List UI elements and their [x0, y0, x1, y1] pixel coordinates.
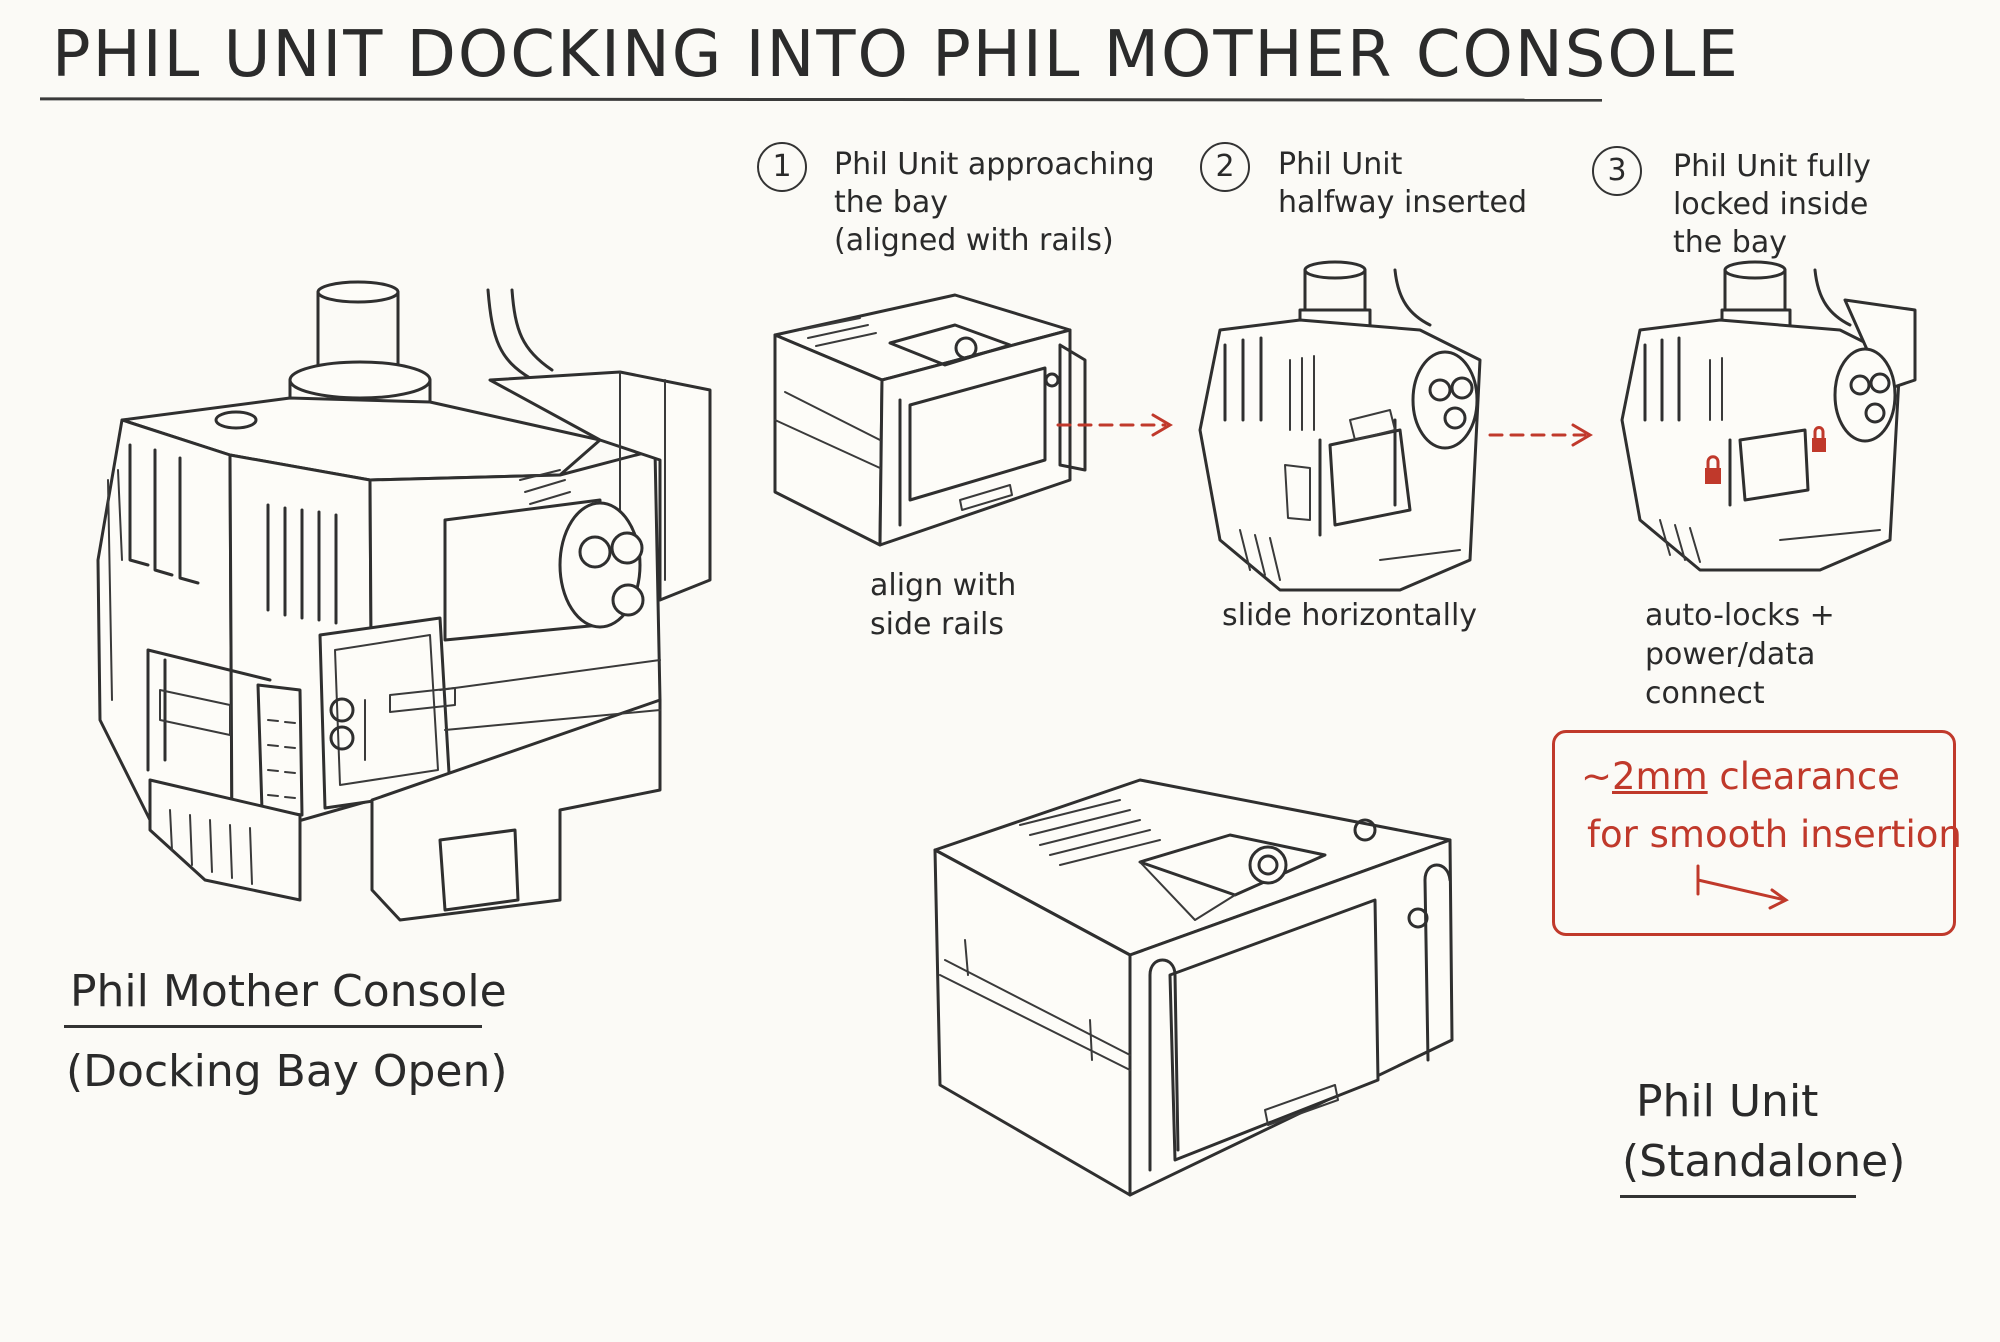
step2-text: Phil Unit halfway inserted: [1278, 147, 1528, 220]
step3-number: 3: [1592, 146, 1642, 196]
mother-console-drawing: [96, 280, 712, 922]
unit-label-state: (Standalone): [1622, 1136, 1906, 1187]
note-line1-rest: clearance: [1707, 755, 1900, 798]
step1-number: 1: [757, 142, 807, 192]
arrow-step1-to-step2: [1056, 413, 1173, 437]
step2-caption: slide horizontally: [1222, 598, 1478, 633]
lock-icon-left: [1705, 468, 1721, 484]
note-prefix: ~: [1581, 755, 1613, 798]
console-label-state: (Docking Bay Open): [66, 1046, 508, 1097]
step1-caption: align with side rails: [870, 568, 1017, 642]
step3-unit-drawing: [1620, 260, 1917, 572]
clearance-note-line2: for smooth insertion: [1587, 813, 1962, 856]
console-label-underline: [64, 1025, 482, 1028]
console-label-name: Phil Mother Console: [70, 966, 507, 1017]
unit-label-name: Phil Unit: [1636, 1076, 1819, 1127]
unit-label-underline: [1620, 1195, 1856, 1198]
arrow-step2-to-step3: [1488, 423, 1593, 447]
step2-number: 2: [1200, 142, 1250, 192]
step3-caption: auto-locks + power/data connect: [1645, 598, 1835, 711]
clearance-note: ~2mm clearance for smooth insertion: [1552, 730, 1962, 936]
clearance-note-line1: ~2mm clearance: [1581, 755, 1900, 798]
note-highlight: 2mm: [1612, 755, 1708, 798]
clearance-arrow: [1696, 864, 1789, 910]
step1-text: Phil Unit approaching the bay (aligned w…: [834, 147, 1155, 258]
step2-unit-drawing: [1198, 260, 1482, 592]
page-title: PHIL UNIT DOCKING INTO PHIL MOTHER CONSO…: [52, 18, 1740, 92]
step3-text: Phil Unit fully locked inside the bay: [1673, 149, 1871, 260]
step1-unit-drawing: [773, 293, 1087, 547]
standalone-unit-drawing: [933, 778, 1454, 1197]
lock-icon-right: [1812, 438, 1826, 452]
